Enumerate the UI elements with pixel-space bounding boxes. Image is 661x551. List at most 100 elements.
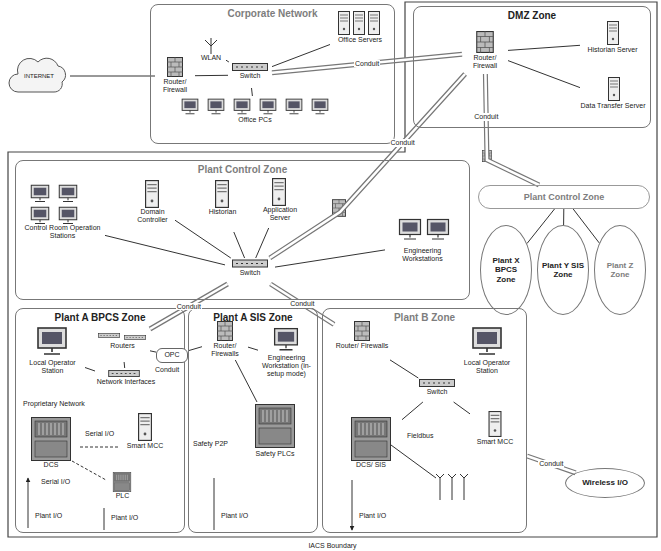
connector xyxy=(150,351,156,352)
zone-title: Corporate Network xyxy=(151,5,394,20)
connector xyxy=(563,209,564,225)
conduit-pipe xyxy=(527,456,576,473)
computer-icons xyxy=(400,220,421,240)
controller-icons xyxy=(352,418,391,461)
computer-icons xyxy=(312,99,328,114)
wiring xyxy=(436,474,468,500)
computer-icons xyxy=(31,207,49,223)
node-label: Engineering Workstation (in-setup mode) xyxy=(258,354,315,378)
connector xyxy=(454,402,470,414)
device-node: Application Server xyxy=(255,176,305,228)
conduit-label: Conduit xyxy=(473,113,499,121)
node-label: Control Room Operation Stations xyxy=(20,224,105,240)
server-icons xyxy=(489,412,501,437)
firewall-icons xyxy=(167,31,494,341)
device-node: Local Operator Station xyxy=(20,325,85,387)
device-node: Control Room Operation Stations xyxy=(20,180,105,270)
connector-line xyxy=(235,360,257,402)
conduit-label: Conduit xyxy=(289,300,315,308)
connector xyxy=(508,45,580,50)
device-node: Engineering Workstations xyxy=(385,215,460,273)
node-label: DCS xyxy=(22,461,80,469)
node-label: Safety PLCs xyxy=(238,450,312,458)
zone-box: Corporate NetworkRouter/ FirewallWLANOff… xyxy=(150,4,395,144)
connector-line xyxy=(508,61,580,88)
firewall-icons xyxy=(354,321,370,341)
connector xyxy=(573,209,599,243)
node-label: Network Interfaces xyxy=(95,378,157,386)
connector-line xyxy=(272,45,330,67)
controller-icons xyxy=(32,405,391,492)
connector-line xyxy=(226,60,229,62)
switch-icons xyxy=(98,333,119,337)
computer-icons xyxy=(260,99,276,114)
server-icons xyxy=(146,181,159,208)
connector-line xyxy=(256,228,269,258)
computer-icons xyxy=(182,99,198,114)
device-node: PLC xyxy=(95,470,150,506)
device-node: WLAN xyxy=(196,36,226,66)
zone-ellipse: Wireless I/O xyxy=(565,468,645,498)
conduit xyxy=(485,74,539,185)
server-icons xyxy=(139,414,152,441)
device-node: Historian Server xyxy=(580,20,645,66)
switch-icons xyxy=(233,64,268,71)
conduit-label: Conduit xyxy=(176,303,202,311)
firewall-icons xyxy=(217,321,233,341)
device-node: Switch xyxy=(228,62,272,88)
device-node: Engineering Workstation (in-setup mode) xyxy=(258,326,315,392)
connector xyxy=(188,347,202,351)
note-label: Plant I/O xyxy=(110,514,139,522)
server-icons xyxy=(139,12,620,441)
connector-line xyxy=(275,250,385,267)
zone-title: Plant X BPCS Zone xyxy=(485,256,527,284)
zone-ellipse: Plant X BPCS Zone xyxy=(480,225,532,315)
connector-line xyxy=(248,347,258,350)
conduit-label: Conduit xyxy=(390,139,416,147)
connector-line xyxy=(573,209,599,243)
node-label: Office PCs xyxy=(170,116,340,124)
connector-line xyxy=(234,232,245,258)
node-label: PLC xyxy=(95,492,150,500)
wiring xyxy=(72,461,106,480)
device-node: Router/ Firewalls xyxy=(202,320,248,360)
node-label: Local Operator Station xyxy=(20,359,85,375)
zone-ellipse: Plant Y SIS Zone xyxy=(537,225,589,315)
conduit-pipe xyxy=(272,54,462,73)
computer-icons xyxy=(59,185,77,201)
node-label: Application Server xyxy=(255,206,305,222)
server-icons xyxy=(354,12,365,35)
connector-line xyxy=(390,360,418,378)
note-label: Plant I/O xyxy=(358,512,387,520)
antenna xyxy=(205,38,217,54)
computer-icons xyxy=(234,99,250,114)
device-node: Router/ Firewalls xyxy=(334,320,390,364)
switch-icons xyxy=(233,260,268,267)
node-label: Smart MCC xyxy=(120,442,170,450)
device-node: Routers xyxy=(95,328,150,362)
conduit xyxy=(270,74,465,258)
wiring xyxy=(28,445,468,530)
device-node: Smart MCC xyxy=(120,412,170,457)
device-node: Switch xyxy=(412,378,462,402)
conduit-label: Conduit xyxy=(538,460,564,468)
node-label: Router/ Firewall xyxy=(462,54,508,70)
zone-box: Plant A SIS ZoneRouter/ FirewallsEnginee… xyxy=(188,308,318,533)
connector-line xyxy=(402,402,423,420)
note-label: Conduit xyxy=(154,366,180,374)
connector-line xyxy=(563,209,564,225)
device-node: Smart MCC xyxy=(470,410,520,454)
node-label: IACS Boundary xyxy=(8,542,657,550)
computer-icons xyxy=(38,328,66,354)
device-node: Historian xyxy=(200,178,245,232)
connector xyxy=(105,235,225,265)
connector-line xyxy=(105,235,225,265)
server-icons xyxy=(273,179,286,206)
computer-icons xyxy=(275,329,298,350)
firewall-icons xyxy=(167,57,183,77)
connector xyxy=(390,360,418,378)
connector-line xyxy=(454,402,470,414)
device-node: Router/ Firewall xyxy=(462,30,508,74)
device-node: DCS/ SIS xyxy=(340,415,402,477)
note-label: Serial I/O xyxy=(84,430,115,438)
